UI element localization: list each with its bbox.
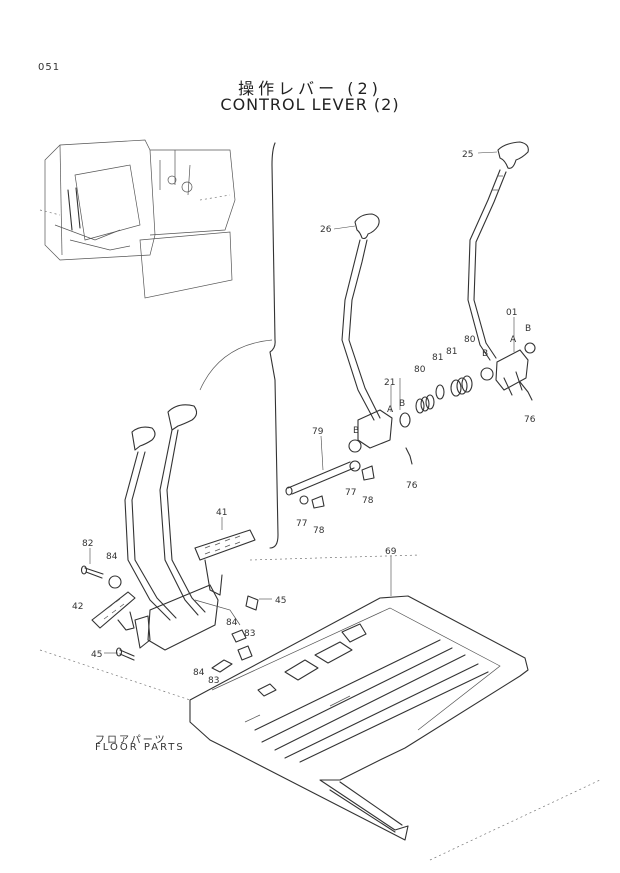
callout-79: 79	[312, 427, 324, 437]
callout-labels: 25 26 01 A B B 80 81 81 80 21 A B B 79 7…	[72, 150, 536, 686]
callout-B4: B	[353, 426, 359, 436]
callout-45b: 45	[91, 650, 102, 660]
pedal-42	[91, 591, 136, 631]
callout-B2: B	[482, 349, 488, 359]
callout-83a: 83	[244, 629, 255, 639]
lever-25	[467, 141, 529, 361]
callout-41: 41	[216, 508, 227, 518]
callout-26: 26	[320, 225, 332, 235]
callout-A2: A	[387, 405, 394, 415]
callout-83b: 83	[208, 676, 219, 686]
callout-76b: 76	[406, 481, 418, 491]
callout-82: 82	[82, 539, 93, 549]
callout-A1: A	[510, 335, 517, 345]
callout-77b: 77	[296, 519, 307, 529]
title-japanese: 操作レバー (2)	[238, 79, 382, 98]
callout-81b: 81	[432, 353, 443, 363]
callout-42: 42	[72, 602, 83, 612]
callout-01: 01	[506, 308, 517, 318]
leader-lines	[89, 151, 515, 654]
callout-B3: B	[399, 399, 405, 409]
callout-78b: 78	[313, 526, 325, 536]
floor-parts-label-japanese: フロアパーツ	[95, 735, 167, 746]
detail-frame	[269, 142, 279, 549]
title-english: CONTROL LEVER (2)	[220, 95, 400, 114]
page-number: 051	[38, 62, 61, 73]
pedal-41	[194, 529, 256, 596]
callout-B1: B	[525, 324, 531, 334]
lower-lever-assembly	[124, 404, 241, 651]
cab-overview-sketch	[39, 139, 236, 299]
callout-45a: 45	[275, 596, 286, 606]
callout-78a: 78	[362, 496, 374, 506]
bracket-21	[348, 409, 413, 481]
callout-81a: 81	[446, 347, 457, 357]
callout-76a: 76	[524, 415, 536, 425]
callout-84c: 84	[193, 668, 205, 678]
floor-plate-69	[39, 554, 601, 861]
bolts	[80, 565, 259, 673]
callout-25: 25	[462, 150, 473, 160]
callout-69: 69	[385, 547, 397, 557]
floor-parts-label-english: FLOOR PARTS	[95, 742, 185, 753]
callout-84a: 84	[106, 552, 118, 562]
shaft-79	[285, 461, 355, 509]
detail-leader-curve	[199, 339, 273, 391]
lever-26	[341, 213, 381, 421]
callout-80b: 80	[414, 365, 426, 375]
callout-77a: 77	[345, 488, 356, 498]
callout-80a: 80	[464, 335, 476, 345]
bracket-assembly-01	[480, 342, 536, 401]
callout-21: 21	[384, 378, 395, 388]
callout-84b: 84	[226, 618, 238, 628]
spring-set	[399, 375, 473, 428]
